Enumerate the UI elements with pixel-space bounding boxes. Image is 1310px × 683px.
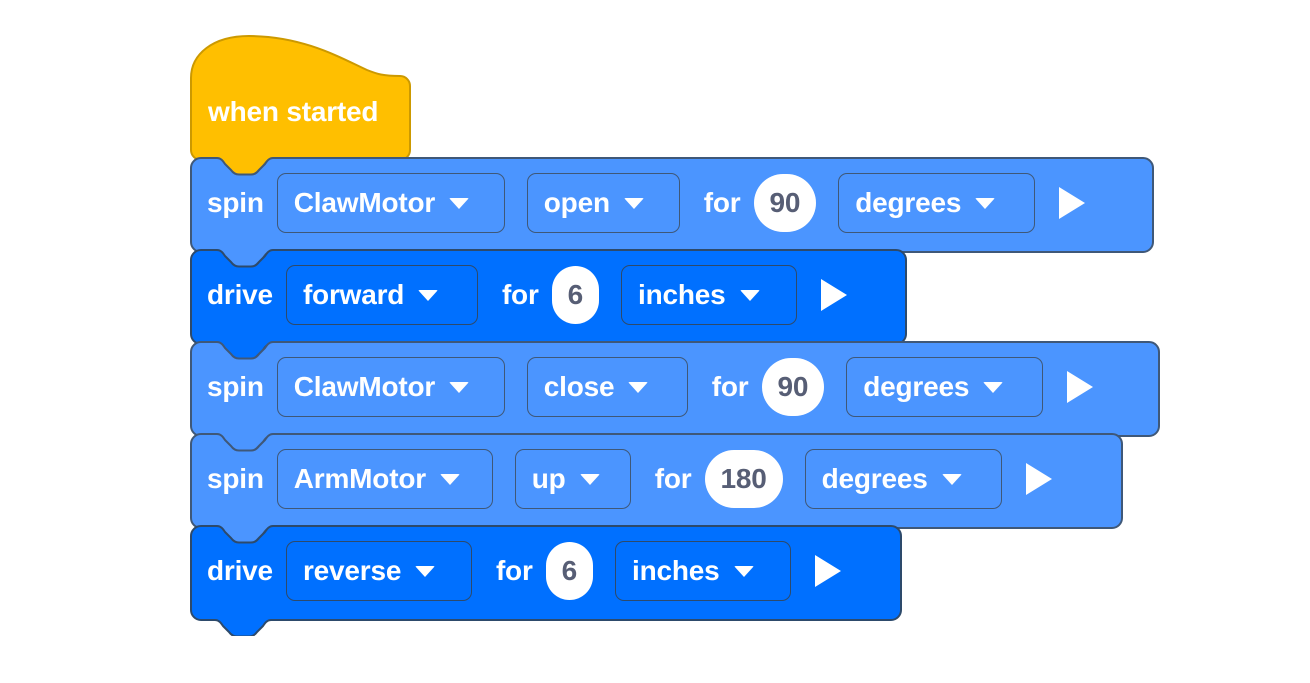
play-icon[interactable] [1059, 187, 1086, 219]
block-keyword-for: for [711, 371, 749, 402]
dropdown-units[interactable]: inches [621, 265, 798, 325]
block-content: spin ClawMotor close for 90 degrees [189, 340, 1157, 434]
chevron-down-icon [623, 197, 644, 209]
block-keyword-for: for [654, 463, 692, 494]
block-keyword-spin: spin [207, 463, 264, 494]
dropdown-units[interactable]: degrees [846, 357, 1044, 417]
dropdown-value: ArmMotor [293, 463, 426, 494]
block-keyword-spin: spin [207, 187, 264, 218]
chevron-down-icon [579, 473, 600, 485]
number-value: 6 [567, 279, 584, 310]
block-spin-arm-up[interactable]: spin ArmMotor up for 180 degrees [189, 432, 1123, 544]
dropdown-value: ClawMotor [293, 371, 436, 402]
chevron-down-icon [941, 473, 962, 485]
number-value: 180 [720, 463, 767, 494]
dropdown-units[interactable]: degrees [838, 173, 1036, 233]
chevron-down-icon [983, 381, 1004, 393]
chevron-down-icon [628, 381, 649, 393]
when-started-hat-block[interactable]: when started [189, 34, 411, 176]
block-keyword-drive: drive [207, 279, 273, 310]
number-value: 6 [561, 555, 578, 586]
play-icon[interactable] [1067, 371, 1094, 403]
dropdown-units[interactable]: inches [615, 541, 792, 601]
block-spin-claw-close[interactable]: spin ClawMotor close for 90 degrees [189, 340, 1160, 452]
dropdown-direction[interactable]: forward [285, 265, 478, 325]
dropdown-value: ClawMotor [293, 187, 436, 218]
number-input-amount[interactable]: 180 [704, 450, 783, 508]
dropdown-value: inches [632, 555, 720, 586]
number-input-amount[interactable]: 6 [551, 266, 600, 324]
block-spin-claw-open[interactable]: spin ClawMotor open for 90 degrees [189, 156, 1154, 268]
block-drive-reverse-6[interactable]: drive reverse for 6 inches [189, 524, 902, 636]
block-keyword-spin: spin [207, 371, 264, 402]
dropdown-value: up [531, 463, 566, 494]
dropdown-direction[interactable]: open [526, 173, 680, 233]
dropdown-value: close [543, 371, 615, 402]
chevron-down-icon [418, 289, 439, 301]
chevron-down-icon [975, 197, 996, 209]
dropdown-value: reverse [302, 555, 402, 586]
dropdown-value: forward [302, 279, 405, 310]
number-value: 90 [769, 187, 801, 218]
dropdown-motor[interactable]: ArmMotor [276, 449, 493, 509]
dropdown-value: inches [638, 279, 726, 310]
block-content: spin ArmMotor up for 180 degrees [189, 432, 1120, 526]
block-drive-forward-6[interactable]: drive forward for 6 inches [189, 248, 907, 360]
chevron-down-icon [415, 565, 436, 577]
play-icon[interactable] [1025, 463, 1052, 495]
chevron-down-icon [733, 565, 754, 577]
dropdown-value: open [543, 187, 610, 218]
block-content: drive reverse for 6 inches [189, 524, 899, 618]
dropdown-motor[interactable]: ClawMotor [276, 357, 505, 417]
block-keyword-for: for [703, 187, 741, 218]
dropdown-value: degrees [863, 371, 970, 402]
chevron-down-icon [449, 381, 470, 393]
number-input-amount[interactable]: 6 [545, 542, 594, 600]
dropdown-direction[interactable]: reverse [285, 541, 472, 601]
dropdown-value: degrees [855, 187, 962, 218]
chevron-down-icon [439, 473, 460, 485]
block-content: drive forward for 6 inches [189, 248, 904, 342]
play-icon[interactable] [821, 279, 848, 311]
dropdown-value: degrees [821, 463, 928, 494]
number-input-amount[interactable]: 90 [761, 358, 825, 416]
chevron-down-icon [449, 197, 470, 209]
block-content: spin ClawMotor open for 90 degrees [189, 156, 1151, 250]
block-keyword-for: for [495, 555, 533, 586]
play-icon[interactable] [815, 555, 842, 587]
dropdown-direction[interactable]: close [526, 357, 688, 417]
hat-block-label: when started [208, 96, 379, 127]
dropdown-direction[interactable]: up [514, 449, 631, 509]
block-keyword-drive: drive [207, 555, 273, 586]
number-input-amount[interactable]: 90 [753, 174, 817, 232]
chevron-down-icon [739, 289, 760, 301]
number-value: 90 [777, 371, 809, 402]
dropdown-units[interactable]: degrees [804, 449, 1002, 509]
block-keyword-for: for [501, 279, 539, 310]
dropdown-motor[interactable]: ClawMotor [276, 173, 505, 233]
